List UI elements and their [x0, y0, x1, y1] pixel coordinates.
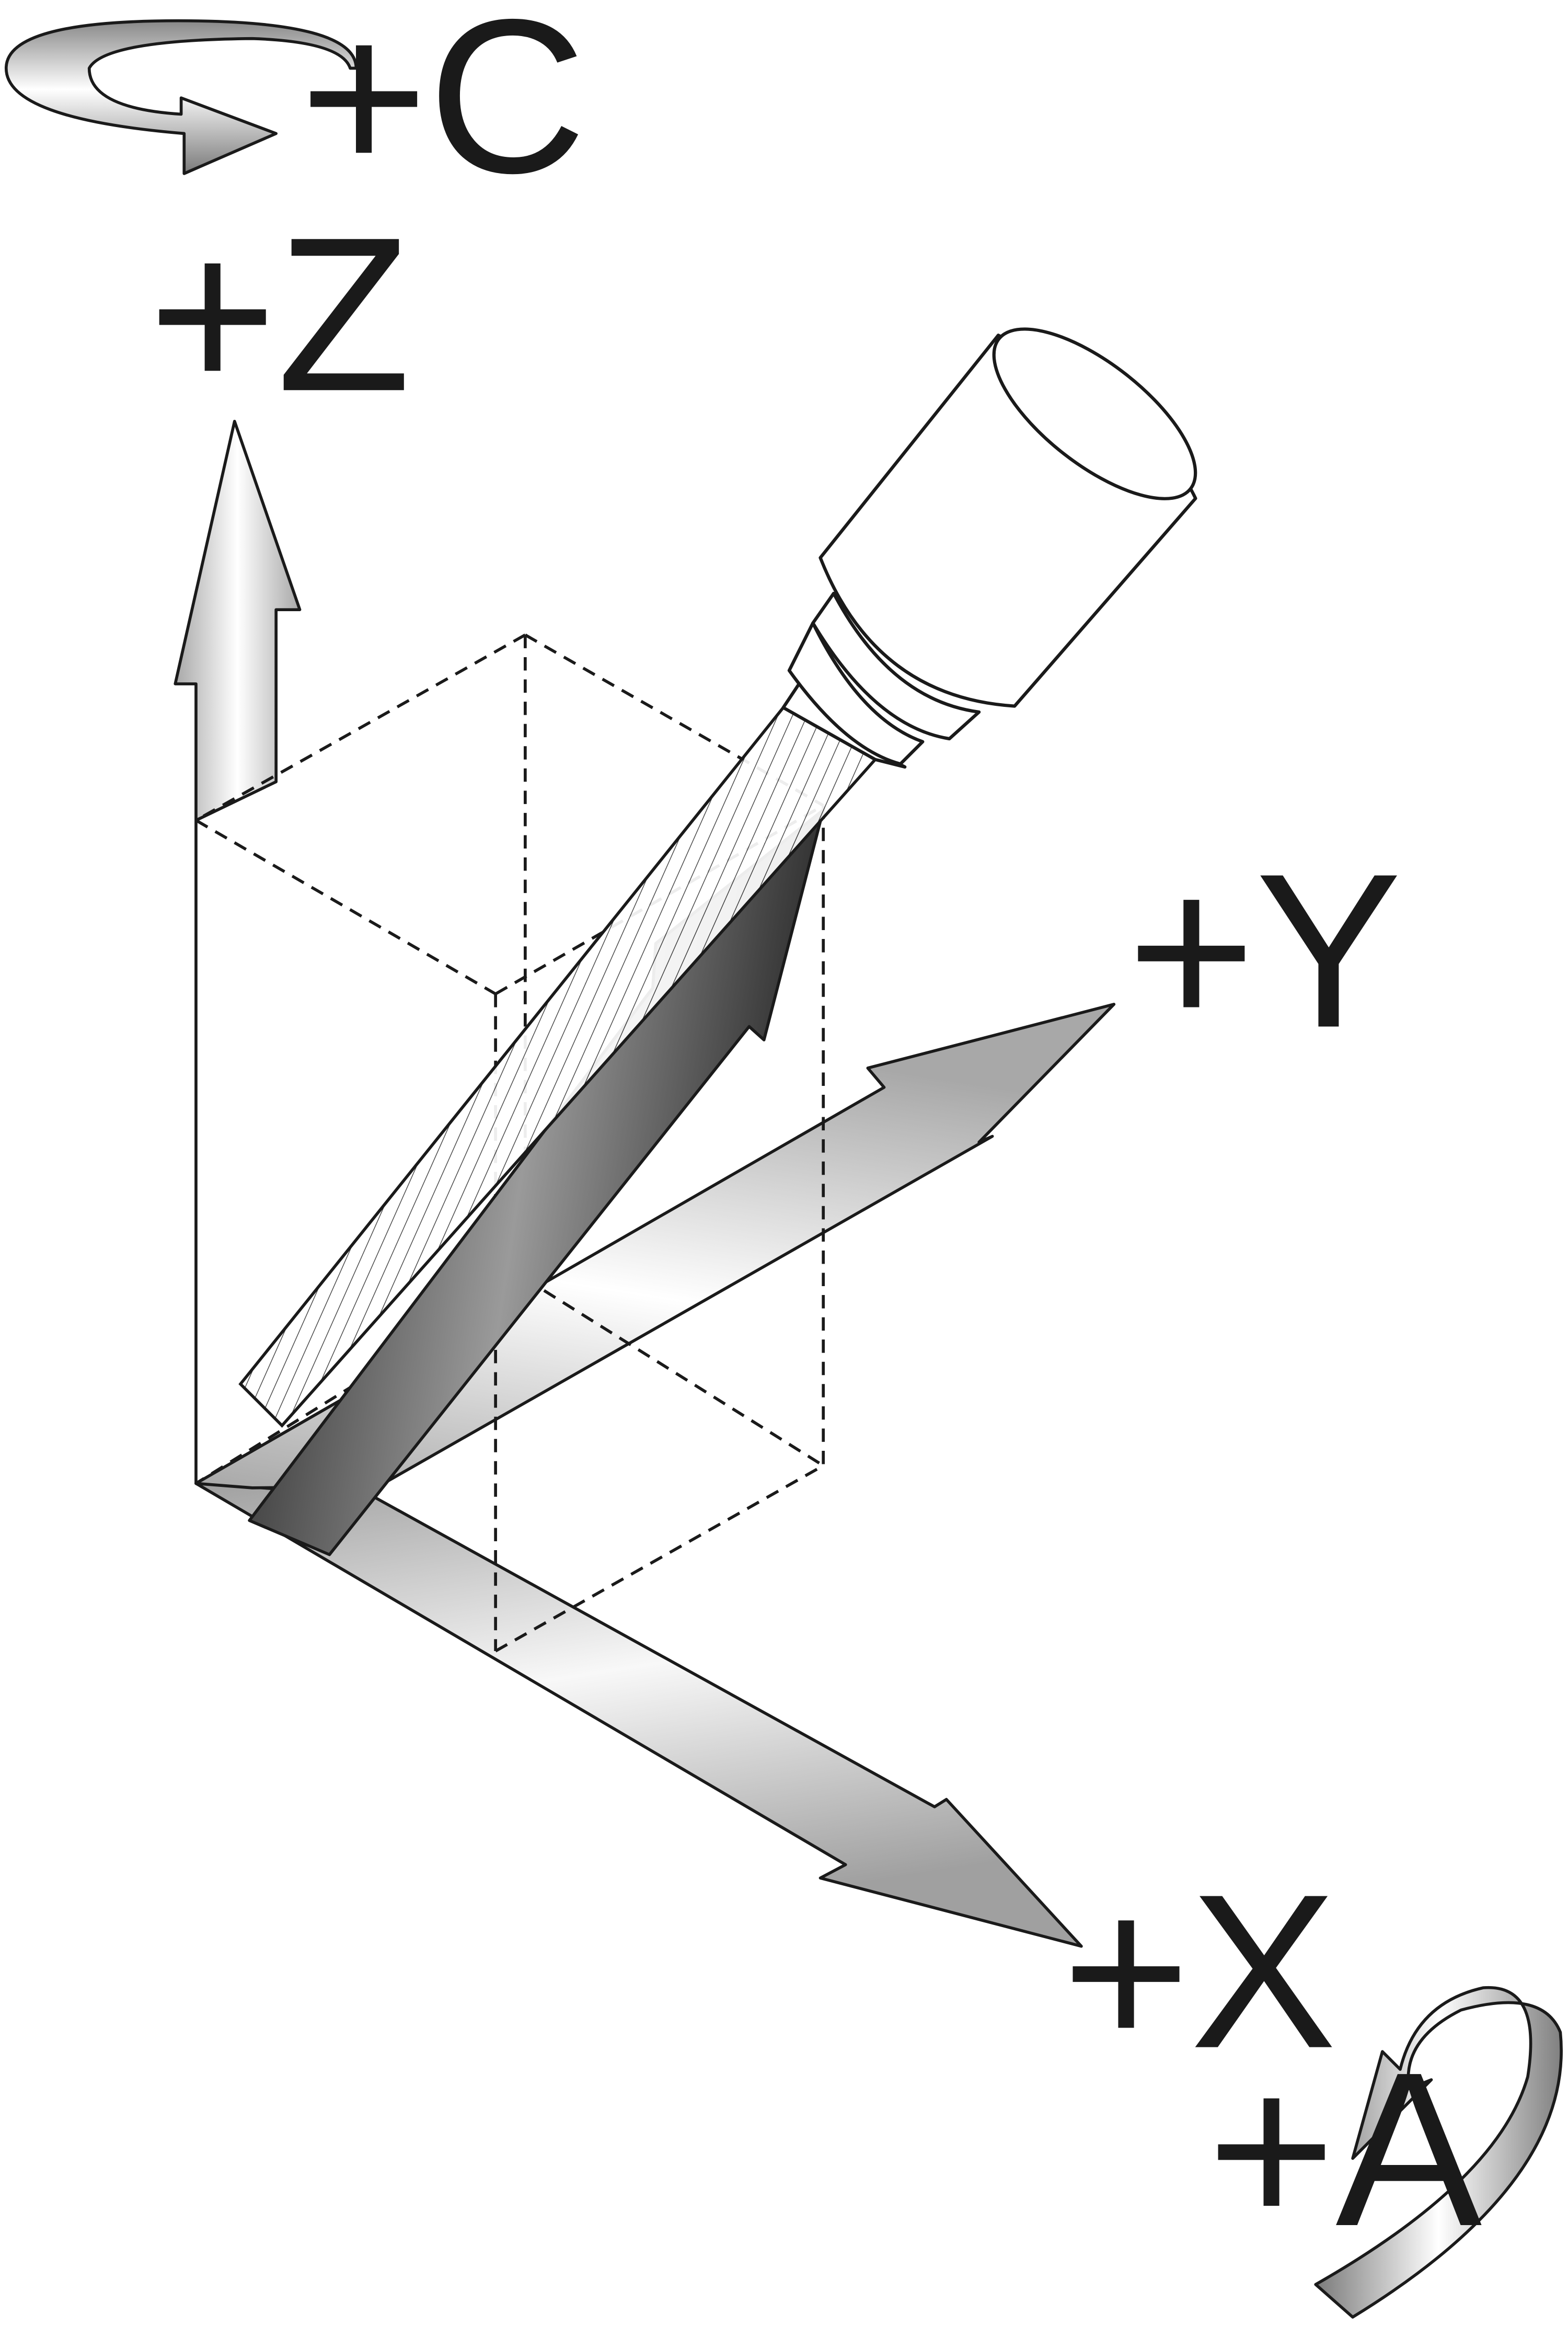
c-rotation-arrow [4, 19, 358, 175]
y-axis-label: +Y [1127, 828, 1402, 1073]
z-axis-arrow [174, 419, 302, 1485]
x-axis-label: +X [1062, 1849, 1336, 2094]
c-rotation-label: +C [300, 0, 586, 219]
a-rotation-arrow [1314, 1986, 1563, 2319]
spindle-head [781, 327, 1197, 769]
z-axis-label: +Z [148, 191, 411, 437]
a-rotation-label: +A [1207, 2026, 1483, 2272]
x-axis-arrow [194, 1482, 1083, 1948]
